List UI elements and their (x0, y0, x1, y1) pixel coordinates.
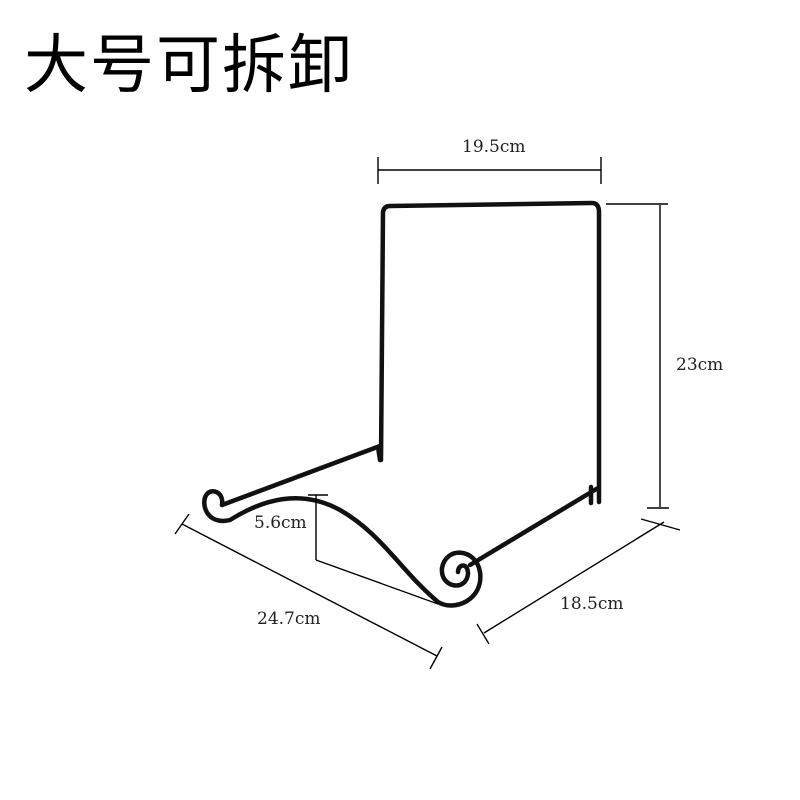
left-foot-stub (375, 444, 383, 463)
hook-height-diagonal (315, 559, 439, 605)
depth-line (483, 521, 665, 634)
length-tick-left (174, 513, 190, 535)
top-width-label: 19.5cm (462, 137, 526, 157)
stand-frame (202, 200, 602, 608)
dimension-lines (174, 157, 681, 670)
depth-tick-right (640, 518, 681, 531)
hook-height-label: 5.6cm (254, 513, 307, 533)
length-label: 24.7cm (257, 609, 321, 629)
right-support-bar (467, 485, 601, 568)
front-scroll-rail (202, 489, 483, 608)
product-title: 大号可拆卸 (24, 29, 354, 103)
length-tick-right (429, 646, 443, 670)
back-frame (378, 200, 602, 505)
left-support-bar (219, 443, 383, 508)
depth-tick-left (476, 623, 490, 645)
length-line (181, 523, 438, 657)
height-label: 23cm (676, 355, 723, 375)
depth-label: 18.5cm (560, 594, 624, 614)
